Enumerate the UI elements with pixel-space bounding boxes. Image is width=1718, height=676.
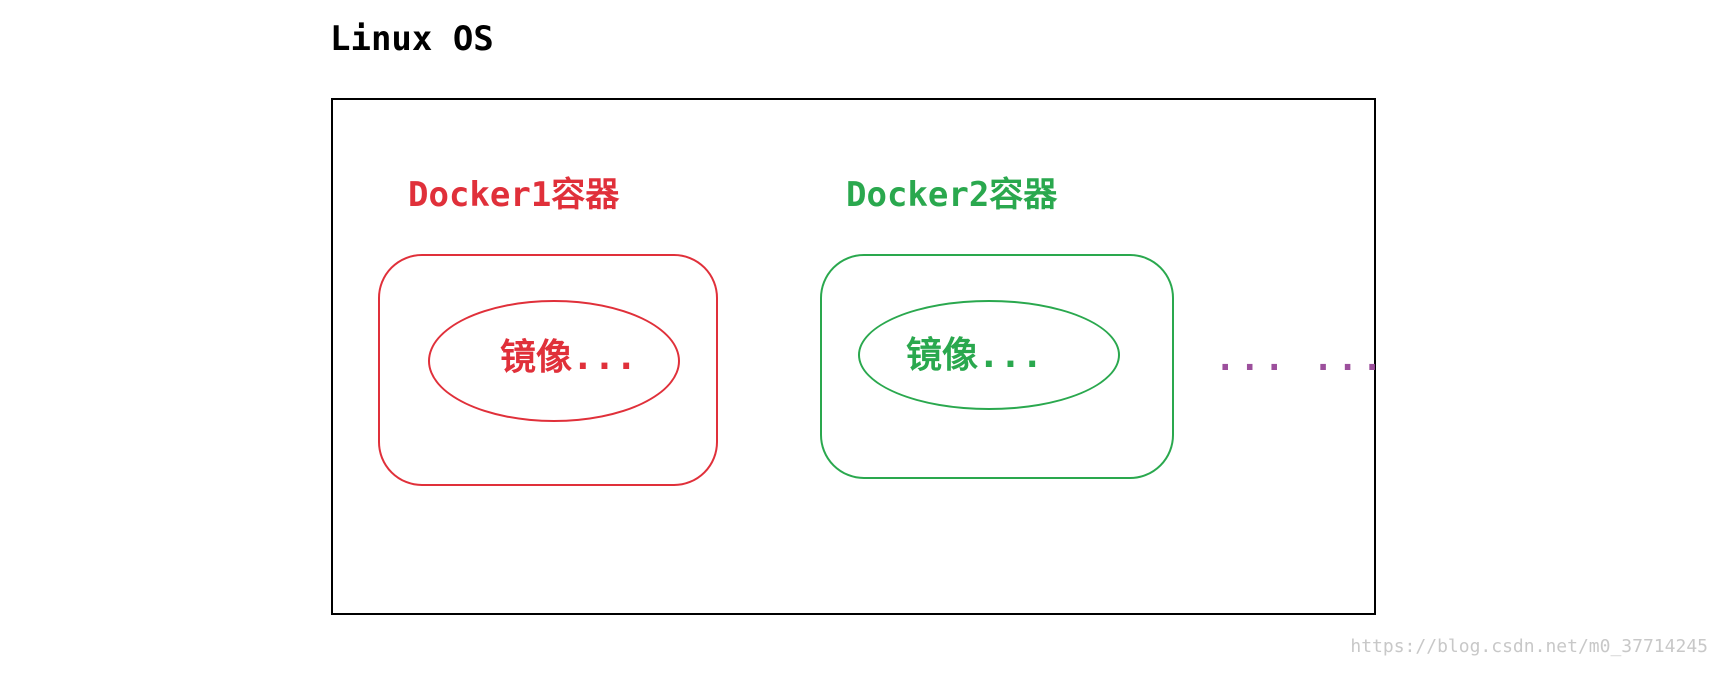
docker2-image-label: 镜像... [906, 335, 1044, 376]
docker1-container-box [378, 254, 718, 486]
docker1-label: Docker1容器 [408, 175, 620, 215]
docker1-image-label: 镜像... [500, 337, 638, 378]
docker1-image-ellipse [428, 300, 680, 422]
linux-os-frame [331, 98, 1376, 615]
watermark: https://blog.csdn.net/m0_37714245 [1350, 636, 1708, 657]
docker2-label: Docker2容器 [846, 175, 1058, 215]
docker2-image-ellipse [858, 300, 1120, 410]
docker2-container-box [820, 254, 1174, 479]
more-containers-ellipsis: ... ... [1215, 339, 1387, 379]
os-title: Linux OS [330, 19, 494, 59]
